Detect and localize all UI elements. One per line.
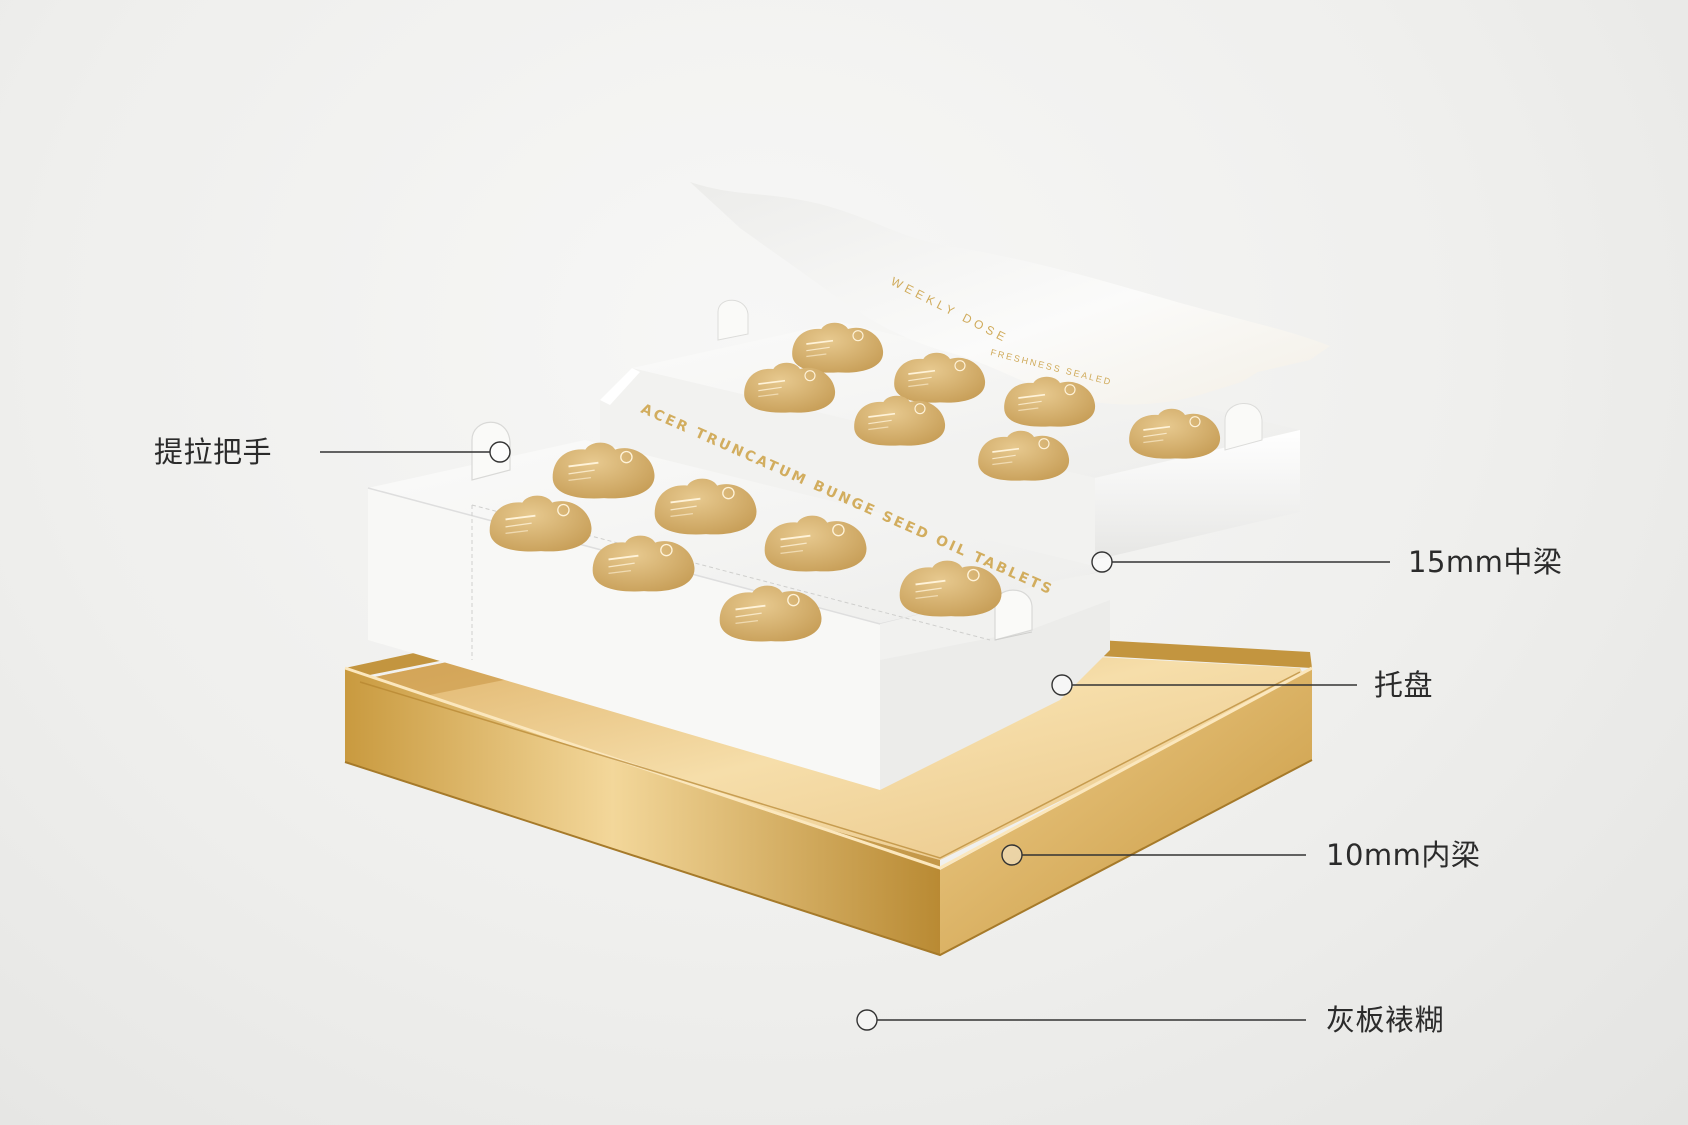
callout-lines bbox=[320, 441, 1390, 1031]
box-front-wall bbox=[345, 668, 940, 955]
callout-label-handle: 提拉把手 bbox=[154, 435, 273, 469]
callout-label-tray: 托盘 bbox=[1374, 668, 1434, 702]
lid-sheet: WEEKLY DOSE FRESHNESS SEALED bbox=[690, 182, 1330, 405]
handle-marker bbox=[489, 441, 511, 463]
callout-label-middle-beam: 15mm中梁 bbox=[1408, 545, 1563, 579]
callout-label-board: 灰板裱糊 bbox=[1326, 1003, 1445, 1037]
tray-marker bbox=[1051, 674, 1073, 696]
middle-beam bbox=[600, 368, 1095, 572]
board-marker bbox=[856, 1009, 878, 1031]
box-right-wall bbox=[940, 668, 1312, 955]
back-handle-tab bbox=[1224, 403, 1263, 451]
callout-label-inner-beam: 10mm内梁 bbox=[1326, 838, 1481, 872]
back-left-handle bbox=[717, 299, 749, 341]
middle-beam-marker bbox=[1091, 551, 1113, 573]
inner-beam-marker bbox=[1001, 844, 1023, 866]
